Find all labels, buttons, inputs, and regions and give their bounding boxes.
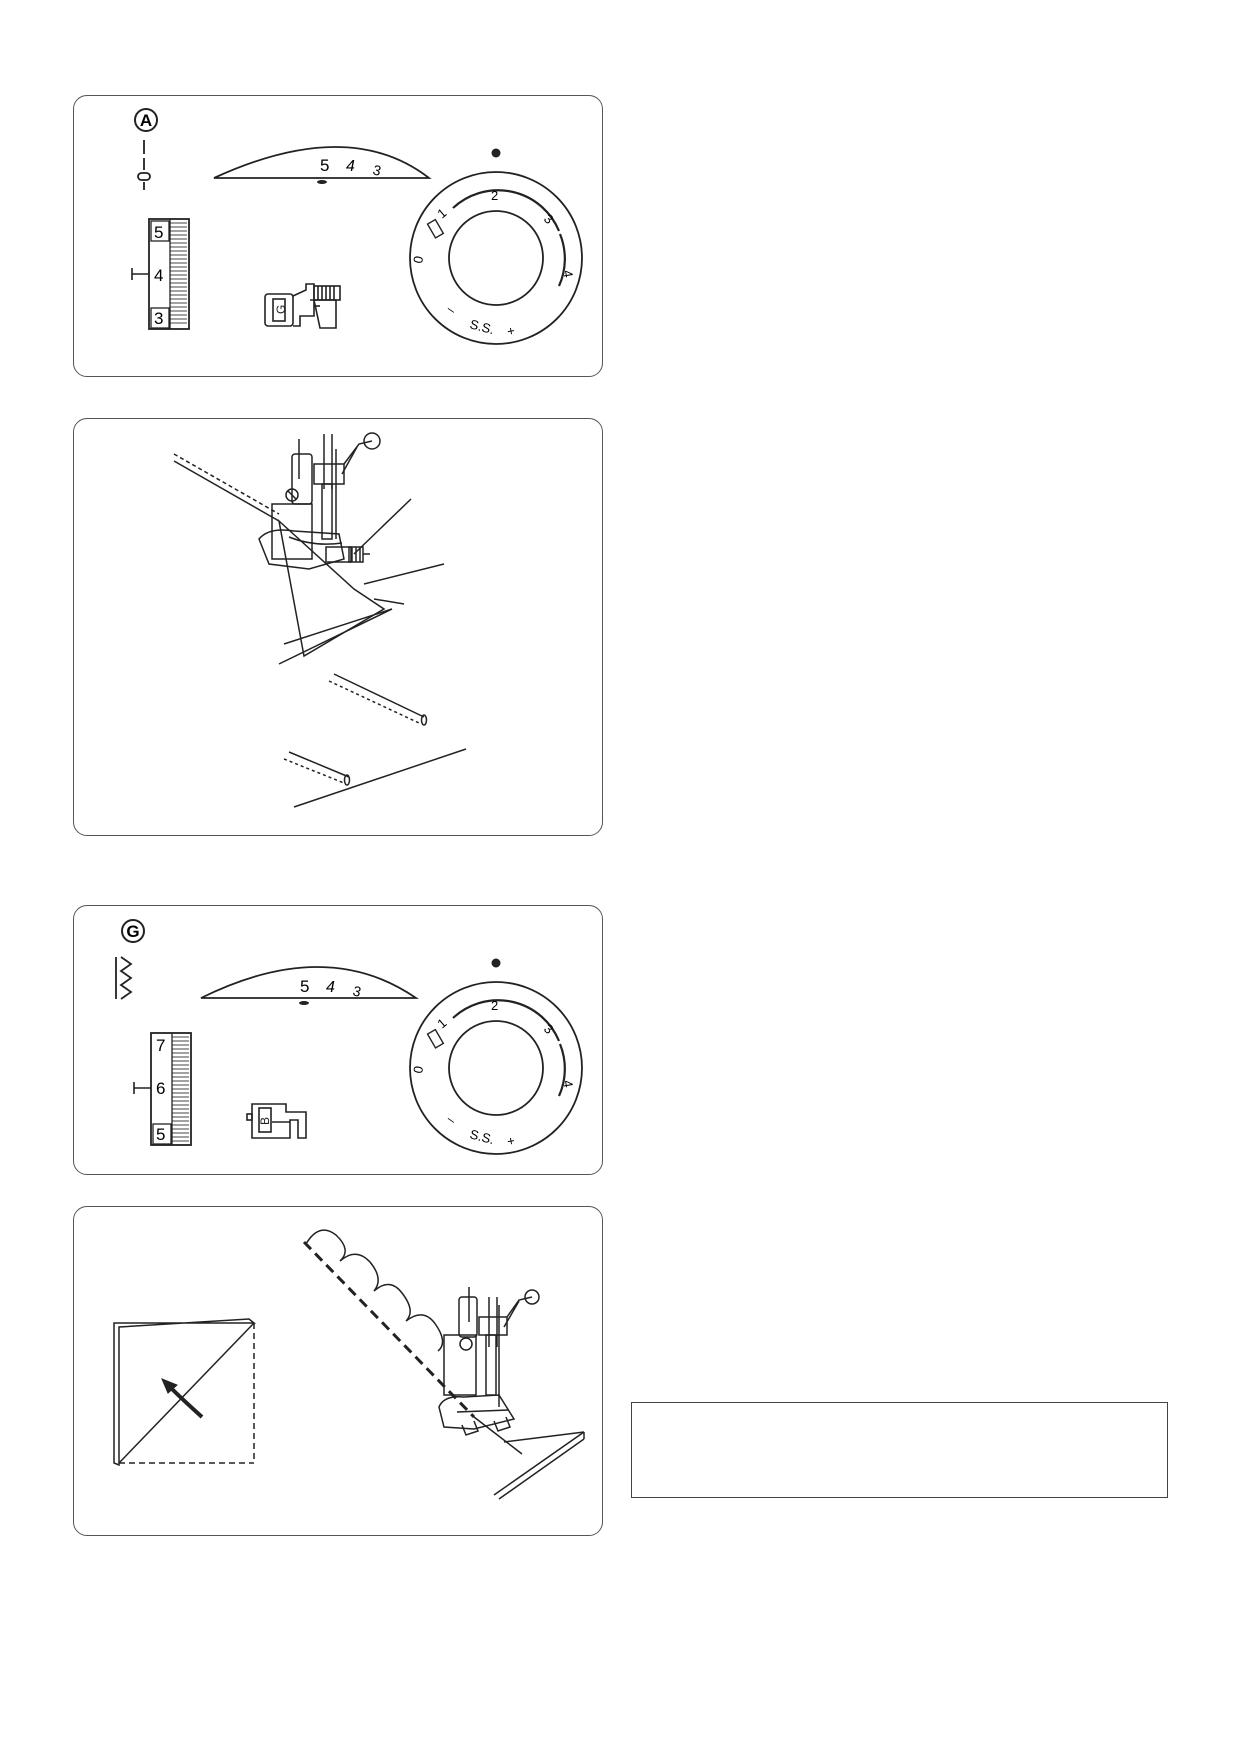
pattern-letter-badge (121, 919, 145, 943)
tension-mark: 3 (351, 982, 363, 1000)
dial-mark: 1 (434, 1015, 449, 1031)
presser-foot-g-icon: G (264, 283, 341, 329)
foot-letter: G (274, 305, 288, 314)
presser-foot-illustration (438, 1287, 540, 1436)
dial-mark: 4 (560, 269, 576, 279)
pattern-letter: A (140, 111, 152, 130)
width-mark-selected: 4 (154, 266, 163, 285)
tension-mark: 5 (320, 156, 329, 175)
settings-diagram-a: A 5 4 3 (131, 108, 583, 345)
stitch-length-dial[interactable]: 0 1 2 3 4 – S.S. + (409, 148, 583, 345)
width-mark: 7 (156, 1036, 165, 1055)
settings-diagram-g: G 5 4 3 (115, 919, 583, 1155)
thread-tension-scale: 5 4 3 (213, 146, 432, 184)
foot-letter: B (258, 1117, 272, 1125)
width-mark: 3 (154, 309, 163, 328)
dial-mark: 3 (541, 211, 556, 227)
stitch-width-scale: 5 4 3 (131, 218, 190, 330)
dial-mark: 0 (410, 255, 426, 265)
cording-illustration (173, 432, 467, 808)
pattern-letter: G (126, 922, 139, 941)
pintuck-result-illustration (283, 673, 467, 808)
width-mark-selected: 6 (156, 1079, 165, 1098)
dial-mark: 1 (434, 205, 449, 221)
dial-mark: 2 (491, 998, 498, 1013)
shell-stitch-seam-illustration (302, 1229, 585, 1500)
thread-tension-scale: 5 4 3 (200, 966, 419, 1005)
dial-plus: + (506, 323, 516, 339)
stitch-width-scale: 7 6 5 (133, 1032, 192, 1146)
tension-mark: 5 (300, 977, 309, 996)
dial-ss-label: S.S. (468, 316, 496, 337)
illustration-panel-shell-tuck (73, 1206, 603, 1536)
dial-minus: – (444, 301, 459, 318)
stitch-length-dial[interactable]: 0 1 2 3 4 – S.S. + (409, 958, 583, 1155)
dial-mark: 3 (541, 1021, 556, 1037)
shell-tuck-illustration (113, 1229, 585, 1500)
tension-mark: 4 (346, 158, 355, 175)
dial-mark: 2 (491, 188, 498, 203)
dial-minus: – (444, 1111, 459, 1128)
dial-plus: + (506, 1133, 516, 1149)
shell-stitch-icon (119, 956, 133, 1000)
note-box (631, 1402, 1168, 1498)
tension-mark: 4 (326, 979, 335, 996)
presser-foot-b-icon: B (246, 1103, 307, 1139)
width-mark: 5 (156, 1125, 165, 1144)
presser-foot-illustration (258, 432, 445, 605)
straight-stitch-icon (137, 140, 151, 190)
pattern-letter-badge (134, 108, 158, 132)
settings-panel-g: G 5 4 3 (73, 905, 603, 1175)
illustration-panel-cording (73, 418, 603, 836)
settings-panel-a: A 5 4 3 (73, 95, 603, 377)
dial-ss-label: S.S. (468, 1126, 496, 1147)
width-mark: 5 (154, 223, 163, 242)
tension-mark: 3 (371, 161, 383, 179)
dial-mark: 0 (410, 1065, 426, 1075)
dial-mark: 4 (560, 1079, 576, 1089)
folded-fabric-diagram (113, 1318, 257, 1467)
